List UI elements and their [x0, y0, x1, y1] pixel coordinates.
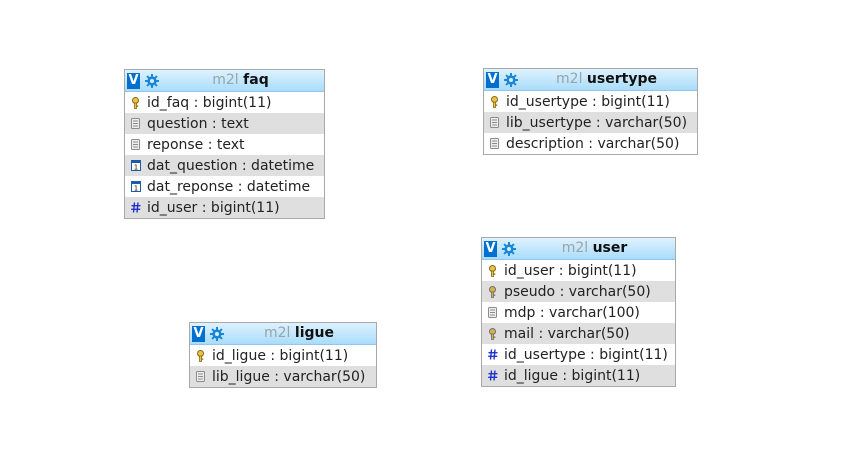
table-usertype[interactable]: V m2l usertype id_usertype : bigint(11) …: [483, 68, 698, 155]
column-row[interactable]: reponse : text: [125, 134, 324, 155]
table-ligue[interactable]: V m2l ligue id_ligue : bigint(11) lib_li…: [189, 322, 377, 388]
svg-text:1: 1: [133, 164, 137, 172]
table-name: usertype: [586, 71, 657, 87]
column-row[interactable]: id_ligue : bigint(11): [482, 365, 675, 386]
column-label: description : varchar(50): [506, 135, 680, 152]
key-icon: [487, 264, 498, 277]
column-row[interactable]: pseudo : varchar(50): [482, 281, 675, 302]
table-title: m2l faq: [161, 70, 320, 91]
field-icon: [130, 118, 141, 130]
svg-text:1: 1: [133, 185, 137, 193]
table-header[interactable]: V m2l usertype: [484, 69, 697, 91]
column-row[interactable]: id_user : bigint(11): [125, 197, 324, 218]
table-name: faq: [243, 72, 269, 88]
column-label: id_usertype : bigint(11): [504, 346, 668, 363]
column-row[interactable]: id_faq : bigint(11): [125, 92, 324, 113]
database-name: m2l: [556, 71, 583, 87]
column-label: mail : varchar(50): [504, 325, 630, 342]
gear-icon[interactable]: [501, 241, 517, 257]
column-label: id_user : bigint(11): [504, 262, 637, 279]
table-header[interactable]: V m2l ligue: [190, 323, 376, 345]
hash-icon: [130, 202, 141, 214]
gear-icon[interactable]: [209, 326, 225, 342]
gear-icon[interactable]: [503, 72, 519, 88]
database-name: m2l: [212, 72, 239, 88]
table-title: m2l ligue: [226, 323, 372, 344]
column-row[interactable]: id_usertype : bigint(11): [482, 344, 675, 365]
field-icon: [487, 307, 498, 319]
table-user[interactable]: V m2l user id_user : bigint(11) pseudo :…: [481, 237, 676, 387]
column-row[interactable]: id_ligue : bigint(11): [190, 345, 376, 366]
field-icon: [130, 139, 141, 151]
column-label: lib_usertype : varchar(50): [506, 114, 688, 131]
table-faq[interactable]: V m2l faq id_faq : bigint(11) question :…: [124, 69, 325, 219]
column-row[interactable]: description : varchar(50): [484, 133, 697, 154]
column-row[interactable]: lib_ligue : varchar(50): [190, 366, 376, 387]
toggle-columns-button[interactable]: V: [484, 240, 497, 257]
key-icon: [130, 96, 141, 109]
toggle-columns-button[interactable]: V: [486, 71, 499, 88]
column-label: lib_ligue : varchar(50): [212, 368, 366, 385]
column-label: dat_reponse : datetime: [147, 178, 311, 195]
date-icon: 1: [130, 181, 141, 193]
column-label: dat_question : datetime: [147, 157, 315, 174]
toggle-columns-button[interactable]: V: [192, 325, 205, 342]
column-label: id_ligue : bigint(11): [504, 367, 641, 384]
column-row[interactable]: mdp : varchar(100): [482, 302, 675, 323]
toggle-columns-button[interactable]: V: [127, 72, 140, 89]
database-name: m2l: [264, 325, 291, 341]
column-row[interactable]: question : text: [125, 113, 324, 134]
table-header[interactable]: V m2l user: [482, 238, 675, 260]
table-title: m2l usertype: [520, 69, 693, 90]
field-icon: [489, 138, 500, 150]
database-name: m2l: [561, 240, 589, 256]
key-icon: [195, 349, 206, 362]
table-name: user: [592, 240, 628, 256]
column-row[interactable]: id_usertype : bigint(11): [484, 91, 697, 112]
column-label: reponse : text: [147, 136, 245, 153]
column-row[interactable]: lib_usertype : varchar(50): [484, 112, 697, 133]
column-label: mdp : varchar(100): [504, 304, 640, 321]
table-header[interactable]: V m2l faq: [125, 70, 324, 92]
column-row[interactable]: 1 dat_question : datetime: [125, 155, 324, 176]
column-label: question : text: [147, 115, 249, 132]
column-label: pseudo : varchar(50): [504, 283, 651, 300]
column-label: id_usertype : bigint(11): [506, 93, 670, 110]
table-name: ligue: [294, 325, 334, 341]
unique-key-icon: [487, 285, 498, 298]
column-row[interactable]: 1 dat_reponse : datetime: [125, 176, 324, 197]
column-label: id_ligue : bigint(11): [212, 347, 349, 364]
field-icon: [489, 117, 500, 129]
unique-key-icon: [487, 327, 498, 340]
column-label: id_user : bigint(11): [147, 199, 280, 216]
key-icon: [489, 95, 500, 108]
field-icon: [195, 371, 206, 383]
hash-icon: [487, 370, 498, 382]
column-row[interactable]: id_user : bigint(11): [482, 260, 675, 281]
gear-icon[interactable]: [144, 73, 160, 89]
table-title: m2l user: [518, 238, 671, 259]
column-label: id_faq : bigint(11): [147, 94, 272, 111]
date-icon: 1: [130, 160, 141, 172]
hash-icon: [487, 349, 498, 361]
column-row[interactable]: mail : varchar(50): [482, 323, 675, 344]
